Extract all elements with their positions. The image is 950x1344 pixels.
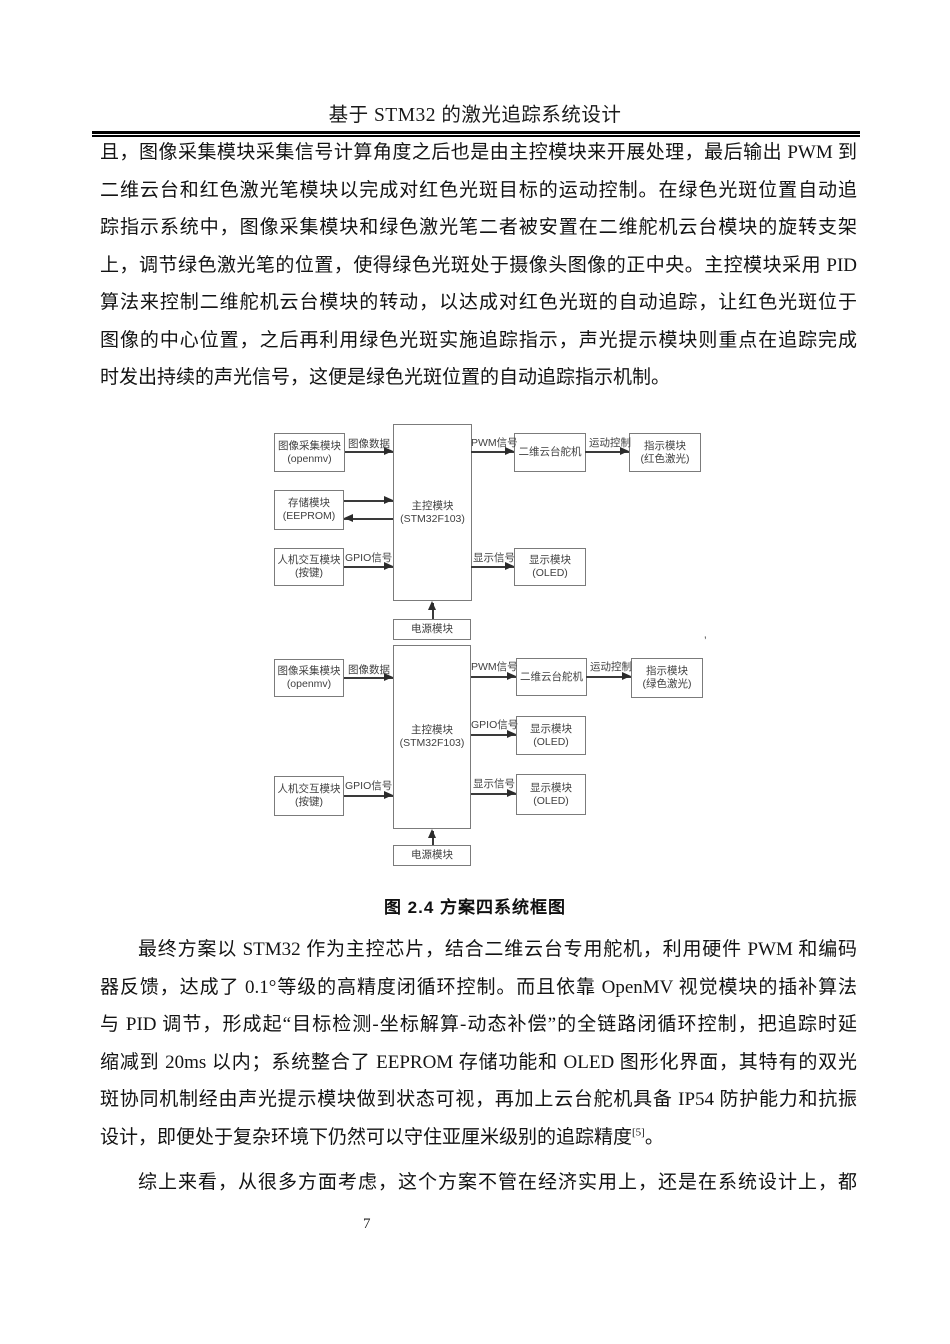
arrow-line xyxy=(432,831,434,845)
figure-caption: 图 2.4 方案四系统框图 xyxy=(383,898,567,917)
header-rule-thick xyxy=(92,131,860,134)
box-image-capture-top: 图像采集模块 (openmv) xyxy=(274,433,345,472)
arrow-right-icon xyxy=(384,562,393,570)
arrow-line xyxy=(585,451,629,453)
body-paragraph-1: 且，图像采集模块采集信号计算角度之后也是由主控模块来开展处理，最后输出 PWM … xyxy=(100,134,857,397)
arrow-line xyxy=(586,676,631,678)
box-gimbal-servo-bottom: 二维云台舵机 xyxy=(516,658,587,696)
stray-mark: ’ xyxy=(704,634,707,648)
edge-label-display-signal-top: 显示信号 xyxy=(473,552,515,564)
arrow-right-icon xyxy=(505,447,514,455)
arrow-line xyxy=(344,677,393,679)
arrow-right-icon xyxy=(384,447,393,455)
text-line: 上，调节绿色激光笔的位置，使得绿色光斑处于摄像头图像的正中央。主控模块采用 PI… xyxy=(100,254,857,276)
edge-label-pwm-top: PWM信号 xyxy=(471,437,518,449)
arrow-line xyxy=(471,734,516,736)
text-line: 缩减到 20ms 以内；系统整合了 EEPROM 存储功能和 OLED 图形化界… xyxy=(100,1051,857,1073)
page-header-title: 基于 STM32 的激光追踪系统设计 xyxy=(328,105,622,126)
text-line: 最终方案以 STM32 作为主控芯片，结合二维云台专用舵机，利用硬件 PWM 和… xyxy=(138,939,857,960)
text-line: 与 PID 调节，形成起“目标检测-坐标解算-动态补偿”的全链路闭循环控制，把追… xyxy=(100,1014,857,1035)
text-line: 综上来看，从很多方面考虑，这个方案不管在经济实用上，还是在系统设计上，都 xyxy=(138,1172,857,1193)
edge-label-motion-bottom: 运动控制 xyxy=(590,661,632,673)
header-rule xyxy=(92,131,860,137)
box-indicator-green: 指示模块 (绿色激光) xyxy=(631,658,703,698)
text-line: 二维云台和红色激光笔模块以完成对红色光斑目标的运动控制。在绿色光斑位置自动追 xyxy=(100,179,857,201)
arrow-up-icon xyxy=(428,829,436,838)
box-storage-eeprom: 存储模块 (EEPROM) xyxy=(274,490,344,530)
arrow-right-icon xyxy=(384,673,393,681)
box-power-bottom: 电源模块 xyxy=(393,845,471,866)
arrow-line xyxy=(471,793,516,795)
text-line: 斑协同机制经由声光提示模块做到状态可视，再加上云台舵机具备 IP54 防护能力和… xyxy=(100,1089,857,1110)
arrow-line xyxy=(471,566,514,568)
box-display-oled-2: 显示模块 (OLED) xyxy=(516,774,586,815)
edge-label-pwm-bottom: PWM信号 xyxy=(471,661,518,673)
text-line: 设计，即便处于复杂环境下仍然可以守住亚厘米级别的追踪精度[5]。 xyxy=(100,1126,664,1148)
text-line: 图像的中心位置，之后再利用绿色光斑实施追踪指示，声光提示模块则重点在追踪完成 xyxy=(100,329,857,351)
arrow-right-icon xyxy=(507,730,516,738)
arrow-right-icon xyxy=(505,562,514,570)
edge-label-image-data-bottom: 图像数据 xyxy=(348,664,390,676)
arrow-line xyxy=(344,500,393,502)
edge-label-gpio-top: GPIO信号 xyxy=(345,552,393,564)
citation-superscript: [5] xyxy=(632,1126,645,1139)
box-power-top: 电源模块 xyxy=(393,619,471,640)
text-line: 器反馈，达成了 0.1°等级的高精度闭循环控制。而且依靠 OpenMV 视觉模块… xyxy=(100,976,857,998)
arrow-line xyxy=(471,676,516,678)
text-line: 踪指示系统中，图像采集模块和绿色激光笔二者被安置在二维舵机云台模块的旋转支架 xyxy=(100,217,857,238)
box-hmi-top: 人机交互模块 (按键) xyxy=(274,548,344,586)
arrow-line xyxy=(344,795,393,797)
arrow-line xyxy=(432,603,434,619)
page-number: 7 xyxy=(363,1216,371,1232)
arrow-line xyxy=(471,451,514,453)
edge-label-gpio-display: GPIO信号 xyxy=(471,719,519,731)
system-block-diagram: 图像采集模块 (openmv) 存储模块 (EEPROM) 人机交互模块 (按键… xyxy=(265,420,715,880)
text-line: 时发出持续的声光信号，这便是绿色光斑位置的自动追踪指示机制。 xyxy=(100,367,671,388)
edge-label-image-data-top: 图像数据 xyxy=(348,438,390,450)
edge-label-display-signal-bottom: 显示信号 xyxy=(473,778,515,790)
arrow-right-icon xyxy=(622,672,631,680)
box-main-controller-bottom: 主控模块 (STM32F103) xyxy=(393,645,471,829)
box-main-controller-top: 主控模块 (STM32F103) xyxy=(393,424,472,601)
box-indicator-red: 指示模块 (红色激光) xyxy=(629,433,701,472)
box-display-oled-1: 显示模块 (OLED) xyxy=(516,716,586,755)
text-line: 算法来控制二维舵机云台模块的转动，以达成对红色光斑的自动追踪，让红色光斑位于 xyxy=(100,292,857,313)
edge-label-motion-top: 运动控制 xyxy=(589,437,631,449)
arrow-left-icon xyxy=(344,514,353,522)
box-hmi-bottom: 人机交互模块 (按键) xyxy=(274,776,344,816)
arrow-line xyxy=(344,566,393,568)
body-paragraph-2: 最终方案以 STM32 作为主控芯片，结合二维云台专用舵机，利用硬件 PWM 和… xyxy=(100,931,857,1156)
box-display-oled-top: 显示模块 (OLED) xyxy=(514,548,586,586)
arrow-right-icon xyxy=(384,496,393,504)
arrow-right-icon xyxy=(507,789,516,797)
header-rule-thin xyxy=(92,135,860,137)
arrow-right-icon xyxy=(507,672,516,680)
edge-label-gpio-hmi: GPIO信号 xyxy=(345,780,393,792)
box-gimbal-servo-top: 二维云台舵机 xyxy=(514,433,586,472)
arrow-right-icon xyxy=(620,447,629,455)
arrow-line xyxy=(344,518,393,520)
body-paragraph-3: 综上来看，从很多方面考虑，这个方案不管在经济实用上，还是在系统设计上，都 xyxy=(100,1164,857,1202)
arrow-right-icon xyxy=(384,791,393,799)
text-line: 且，图像采集模块采集信号计算角度之后也是由主控模块来开展处理，最后输出 PWM … xyxy=(100,142,857,163)
box-image-capture-bottom: 图像采集模块 (openmv) xyxy=(274,659,344,697)
arrow-line xyxy=(345,451,393,453)
arrow-up-icon xyxy=(428,601,436,610)
